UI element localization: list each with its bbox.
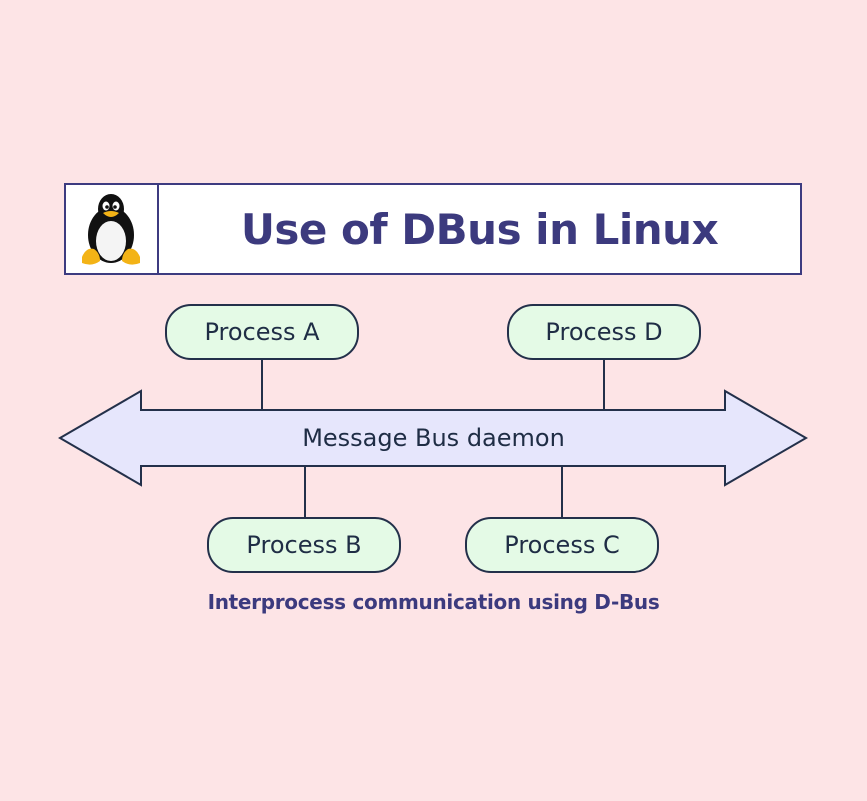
diagram-caption: Interprocess communication using D-Bus	[207, 590, 660, 614]
process-d-node: Process D	[507, 304, 701, 360]
process-c-node: Process C	[465, 517, 659, 573]
process-a-node: Process A	[165, 304, 359, 360]
message-bus-arrow	[58, 389, 808, 487]
tux-penguin-icon	[82, 194, 140, 265]
process-b-node: Process B	[207, 517, 401, 573]
message-bus-label: Message Bus daemon	[302, 424, 565, 452]
page-title: Use of DBus in Linux	[240, 204, 719, 254]
title-banner: Use of DBus in Linux	[64, 183, 802, 275]
logo-cell	[66, 185, 159, 273]
